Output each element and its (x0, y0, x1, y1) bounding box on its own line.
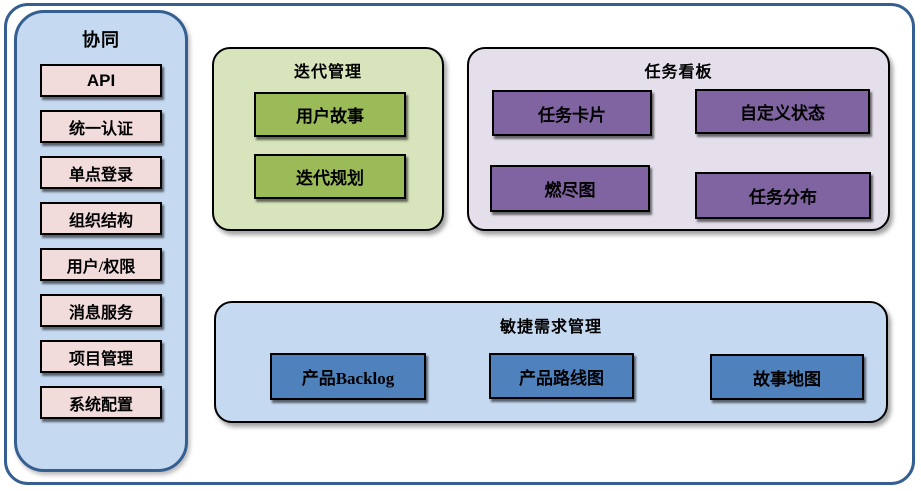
group-agile-requirements: 敏捷需求管理 产品Backlog 产品路线图 故事地图 (214, 301, 888, 423)
node-product-backlog: 产品Backlog (270, 353, 426, 400)
node-task-card: 任务卡片 (492, 90, 652, 136)
node-iteration-planning: 迭代规划 (254, 154, 406, 199)
group-iteration-management: 迭代管理 用户故事 迭代规划 (212, 47, 444, 231)
node-user-permissions: 用户/权限 (40, 248, 162, 281)
group-task-board-title: 任务看板 (644, 64, 713, 81)
node-system-config: 系统配置 (40, 386, 162, 419)
group-collaboration-title: 协同 (82, 30, 120, 50)
node-user-story: 用户故事 (254, 92, 406, 137)
node-message-service: 消息服务 (40, 294, 162, 327)
node-task-distribution: 任务分布 (695, 172, 871, 219)
node-project-management: 项目管理 (40, 340, 162, 373)
group-collaboration: 协同 API 统一认证 单点登录 组织结构 用户/权限 消息服务 项目管理 系统… (14, 10, 188, 472)
node-unified-auth: 统一认证 (40, 110, 162, 143)
group-agile-requirements-title: 敏捷需求管理 (499, 319, 602, 336)
node-custom-status: 自定义状态 (695, 89, 870, 134)
group-iteration-title: 迭代管理 (293, 64, 362, 81)
group-collaboration-items: API 统一认证 单点登录 组织结构 用户/权限 消息服务 项目管理 系统配置 (17, 64, 185, 419)
node-product-roadmap: 产品路线图 (489, 353, 634, 399)
node-burndown-chart: 燃尽图 (490, 165, 650, 212)
node-story-map: 故事地图 (710, 354, 864, 400)
node-api: API (40, 64, 162, 97)
node-single-sign-on: 单点登录 (40, 156, 162, 189)
group-task-board: 任务看板 任务卡片 自定义状态 燃尽图 任务分布 (467, 47, 890, 231)
node-org-structure: 组织结构 (40, 202, 162, 235)
